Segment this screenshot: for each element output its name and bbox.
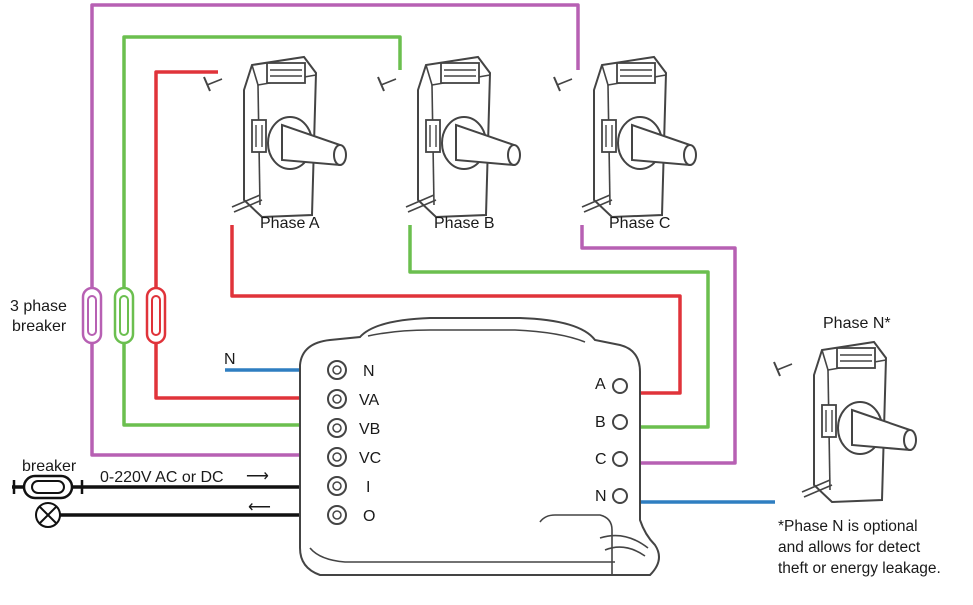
breaker-label-line2: breaker [12,318,67,335]
wire-phase-b-line [122,35,402,288]
arrow-right-icon: ⟶ [246,468,269,485]
wire-phase-b-ct [408,225,710,429]
terminal-label-c: C [595,451,607,468]
wire-phase-b-supply [122,343,305,427]
wire-phase-c-supply [90,343,305,457]
terminal-label-b: B [595,414,606,431]
lamp-symbol [35,502,61,528]
terminal-label-n: N [363,363,375,380]
three-phase-breaker: 3 phase breaker [10,286,167,345]
terminal-label-i: I [366,479,370,496]
terminal-label-va: VA [359,392,379,409]
note-line-2: and allows for detect [778,539,921,556]
right-terminal-screws [612,378,628,504]
ct-clamp-phase-b [377,56,521,218]
arrow-left-icon: ⟵ [248,499,271,516]
load-breaker: breaker [12,458,84,500]
terminal-label-a: A [595,376,606,393]
wire-phase-c-line [90,3,580,288]
terminal-label-vc: VC [359,450,381,467]
breaker-oval-green [113,286,135,345]
breaker-oval-red [145,286,167,345]
ct-label-phase-b: Phase B [434,215,494,232]
note-line-3: theft or energy leakage. [778,560,941,577]
load-breaker-label: breaker [22,458,77,475]
supply-label: 0-220V AC or DC [100,469,224,486]
left-terminal-screws [327,360,347,525]
energy-meter-module: N VA VB VC I O A B C N [299,317,660,576]
terminal-label-vb: VB [359,421,380,438]
breaker-oval-purple [81,286,103,345]
wire-phase-a-line [154,70,218,288]
ct-label-phase-n: Phase N* [823,315,891,332]
neutral-wire-label: N [224,351,236,368]
optional-note: *Phase N is optional and allows for dete… [778,518,941,577]
ct-clamp-phase-a [203,56,347,218]
wire-phase-c-ct [580,225,737,465]
breaker-label-line1: 3 phase [10,298,67,315]
ct-label-phase-a: Phase A [260,215,320,232]
note-line-1: *Phase N is optional [778,518,918,535]
terminal-label-n-right: N [595,488,607,505]
wire-phase-a-supply [154,343,305,400]
wire-phase-a-ct [230,225,682,395]
ct-label-phase-c: Phase C [609,215,670,232]
ct-clamp-phase-c [553,56,697,218]
terminal-label-o: O [363,508,375,525]
ct-clamp-phase-n [773,341,917,503]
